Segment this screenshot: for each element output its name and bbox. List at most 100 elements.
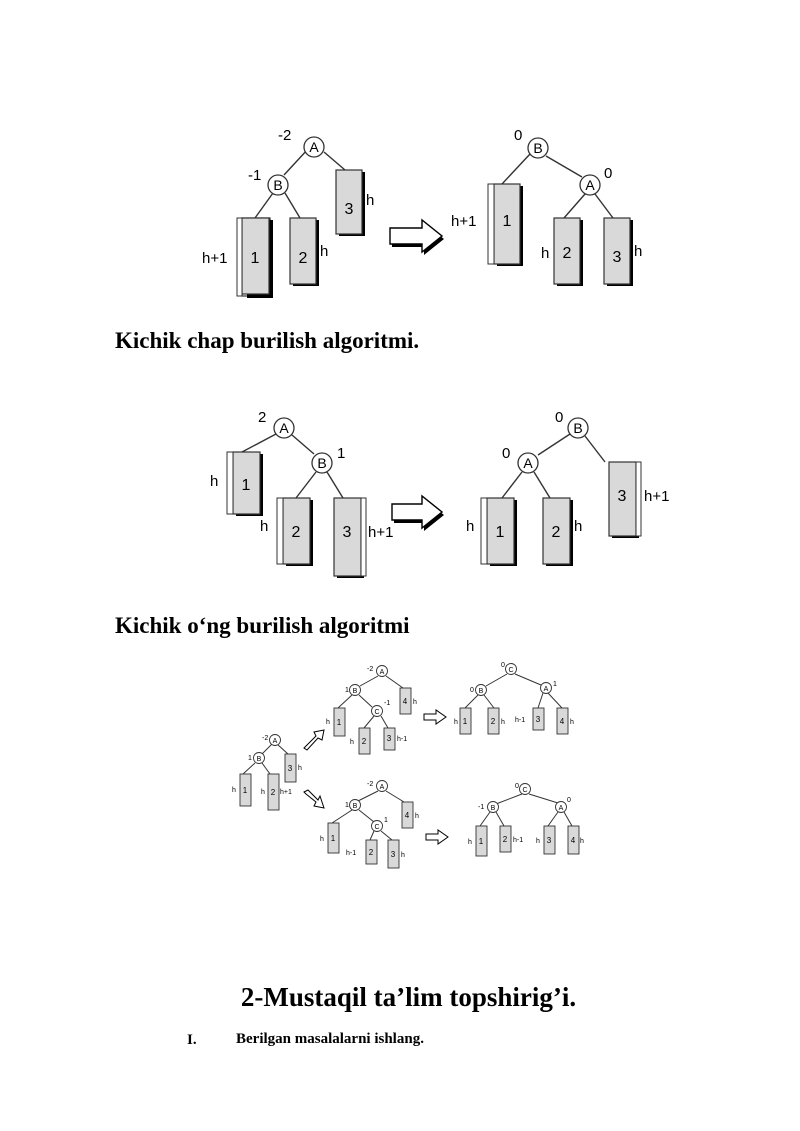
subtree-1-label: 1 xyxy=(242,477,251,494)
balance-b: 1 xyxy=(337,445,345,462)
subtree-3-label: 3 xyxy=(391,850,396,859)
balance-c: 0 xyxy=(501,662,505,669)
height-label: h xyxy=(326,719,330,726)
balance-a: 0 xyxy=(604,165,612,182)
subtree-1-label: 1 xyxy=(496,524,505,541)
transform-arrow xyxy=(391,494,444,531)
subtree-1-label: 1 xyxy=(463,717,468,726)
node-a-label: A xyxy=(544,686,549,693)
balance-c: -1 xyxy=(384,700,390,707)
subtree-4-label: 4 xyxy=(560,717,565,726)
subtree-3-label: 3 xyxy=(618,488,627,505)
height-label: h-1 xyxy=(397,736,407,743)
balance-b: 0 xyxy=(555,409,563,426)
subtree-4-label: 4 xyxy=(405,811,410,820)
balance-a: 1 xyxy=(553,681,557,688)
list-item-text: Berilgan masalalarni ishlang. xyxy=(236,1031,424,1047)
height-label: h-1 xyxy=(513,837,523,844)
balance-a: -2 xyxy=(367,666,373,673)
height-2-label: h xyxy=(541,245,549,262)
list-item: I. xyxy=(187,1031,197,1049)
height-label: h xyxy=(413,699,417,706)
subtree-3-label: 3 xyxy=(343,524,352,541)
subtree-1-label: 1 xyxy=(243,786,248,795)
node-b-label: B xyxy=(533,140,542,156)
subtree-3-label: 3 xyxy=(345,201,354,218)
node-a-label: A xyxy=(309,139,319,155)
node-b-label: B xyxy=(491,805,496,812)
subtree-1-label: 1 xyxy=(331,834,336,843)
node-a-label: A xyxy=(273,738,278,745)
subtree-3-label: 3 xyxy=(613,249,622,266)
node-c-label: C xyxy=(508,667,513,674)
caption-small-left-rotation: Kichik chap burilish algoritmi. xyxy=(115,328,420,353)
subtree-3-label: 3 xyxy=(536,715,541,724)
subtree-4-label: 4 xyxy=(571,836,576,845)
height-label: h xyxy=(261,789,265,796)
balance-a: -2 xyxy=(367,781,373,788)
node-b-label: B xyxy=(353,688,358,695)
height-label: h+1 xyxy=(280,789,292,796)
node-b-label: B xyxy=(273,177,282,193)
height-label: h xyxy=(415,813,419,820)
height-label: h xyxy=(298,765,302,772)
height-label: h xyxy=(570,719,574,726)
node-a-label: A xyxy=(559,805,564,812)
height-3-label: h+1 xyxy=(368,524,393,541)
height-label: h xyxy=(536,838,540,845)
transform-arrow xyxy=(389,218,444,255)
node-c-label: C xyxy=(374,709,379,716)
subtree-2-label: 2 xyxy=(271,788,276,797)
subtree-1-label: 1 xyxy=(251,250,260,267)
subtree-2-label: 2 xyxy=(362,737,367,746)
balance-b: -1 xyxy=(478,804,484,811)
node-a-label: A xyxy=(380,784,385,791)
subtree-2-label: 2 xyxy=(292,524,301,541)
height-label: h xyxy=(232,787,236,794)
subtree-2-label: 2 xyxy=(563,245,572,262)
balance-b: 0 xyxy=(470,687,474,694)
balance-b: 1 xyxy=(345,802,349,809)
figure-small-left-rotation: A B -2 -1 1 2 3 h+1 h h B A 0 0 1 2 3 h+… xyxy=(202,127,642,298)
node-c-label: C xyxy=(522,787,527,794)
height-label: h xyxy=(320,836,324,843)
subtree-3-label: 3 xyxy=(387,734,392,743)
balance-a: -2 xyxy=(262,735,268,742)
node-b-label: B xyxy=(257,756,262,763)
subtree-3-label: 3 xyxy=(547,836,552,845)
height-label: h xyxy=(350,739,354,746)
node-a-label: A xyxy=(380,669,385,676)
subtree-1-label: 1 xyxy=(479,837,484,846)
subtree-1-label: 1 xyxy=(337,718,342,727)
small-arrows xyxy=(303,709,449,845)
figure-small-right-rotation: A B 2 1 1 2 3 h h h+1 B A 0 0 1 2 3 h h … xyxy=(210,409,669,578)
height-2-label: h xyxy=(320,243,328,260)
node-a-label: A xyxy=(523,455,533,471)
node-b-label: B xyxy=(573,420,582,436)
balance-a: -2 xyxy=(278,127,291,144)
subtree-3-label: 3 xyxy=(288,764,293,773)
assignment-heading: 2-Mustaqil ta’lim topshirig’i. xyxy=(240,982,577,1012)
subtree-2-label: 2 xyxy=(491,717,496,726)
balance-b: -1 xyxy=(248,167,261,184)
caption-small-right-rotation: Kichik o‘ng burilish algoritmi xyxy=(115,613,410,638)
node-b-label: B xyxy=(353,803,358,810)
balance-c: 0 xyxy=(515,783,519,790)
subtree-2-label: 2 xyxy=(503,835,508,844)
height-3-label: h+1 xyxy=(644,488,669,505)
height-label: h xyxy=(401,852,405,859)
height-1-label: h+1 xyxy=(202,250,227,267)
height-1-label: h+1 xyxy=(451,213,476,230)
balance-b: 0 xyxy=(514,127,522,144)
subtree-2-label: 2 xyxy=(299,250,308,267)
node-a-label: A xyxy=(585,177,595,193)
balance-a: 2 xyxy=(258,409,266,426)
height-label: h-1 xyxy=(346,850,356,857)
subtree-4-label: 4 xyxy=(403,697,408,706)
node-b-label: B xyxy=(317,455,326,471)
node-a-label: A xyxy=(279,420,289,436)
height-label: h xyxy=(501,719,505,726)
balance-a: 0 xyxy=(502,445,510,462)
subtree-2-label: 2 xyxy=(552,524,561,541)
height-label: h xyxy=(580,838,584,845)
